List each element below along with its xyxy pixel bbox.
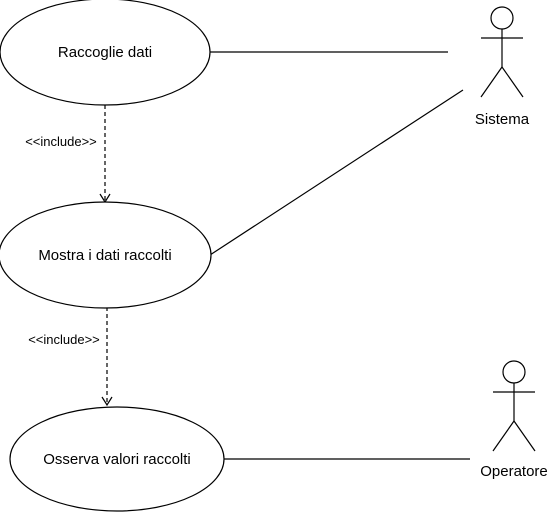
use-case-label: Mostra i dati raccolti [38,247,171,264]
association-line-mostra-sistema[interactable] [209,89,464,256]
use-case-osserva-valori-raccolti[interactable]: Osserva valori raccolti [9,406,225,512]
actor-sistema[interactable]: Sistema [475,6,530,128]
include-label-1: <<include>> [25,134,97,149]
include-label-2: <<include>> [28,332,100,347]
use-case-mostra-dati-raccolti[interactable]: Mostra i dati raccolti [0,201,212,309]
use-case-label: Osserva valori raccolti [43,451,191,468]
actor-label: Operatore [480,463,548,480]
actor-operatore[interactable]: Operatore [480,360,548,480]
use-case-raccoglie-dati[interactable]: Raccoglie dati [0,0,211,106]
use-case-ellipse [0,201,212,309]
stick-figure-icon [480,6,524,98]
use-case-ellipse [0,0,211,106]
actor-label: Sistema [475,111,530,128]
use-case-ellipse [9,406,225,512]
use-case-label: Raccoglie dati [58,44,152,61]
stick-figure-icon [492,360,536,452]
